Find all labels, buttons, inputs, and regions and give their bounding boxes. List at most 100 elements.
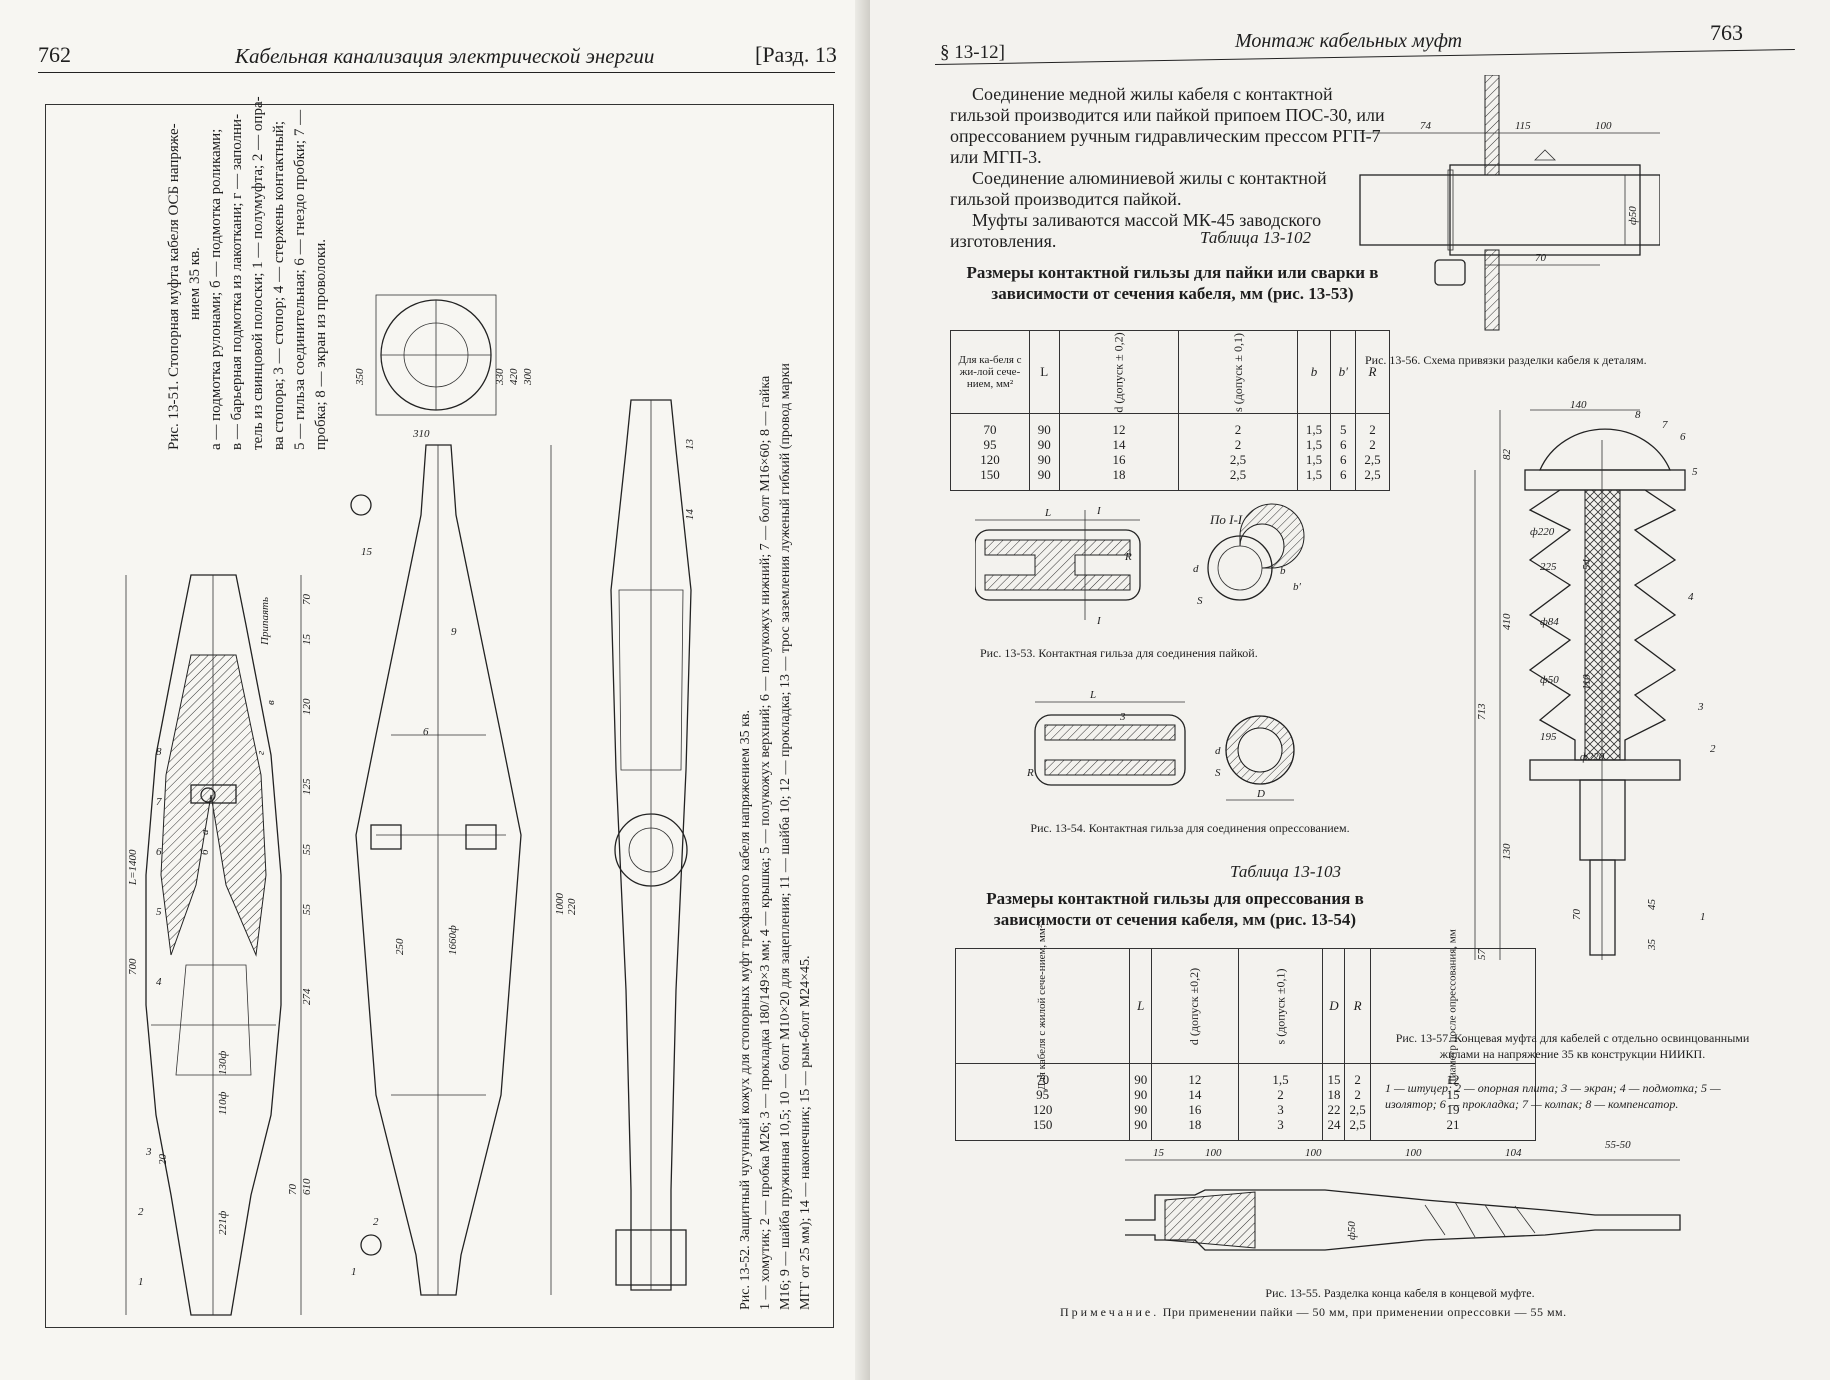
fig-51-label-5: 5 — [156, 906, 162, 918]
left-running-title: Кабельная канализация электрической энер… — [235, 44, 655, 68]
t102-r0c2: 12 — [1112, 422, 1126, 437]
t103-r2c3: 3 — [1277, 1102, 1284, 1117]
fig-51-label-6: 6 — [156, 846, 162, 858]
fig-54-label-s: S — [1215, 767, 1221, 779]
fig-57-dim-225: 225 — [1540, 561, 1557, 573]
fig-57-dim-110: 110 — [1581, 674, 1593, 690]
right-page-number: 763 — [1710, 20, 1743, 45]
t102-h1: L — [1029, 330, 1060, 414]
t102-r2c1: 90 — [1037, 452, 1051, 467]
fig-57-dim-54: 54 — [1581, 559, 1593, 571]
fig-52-label-9: 9 — [451, 626, 457, 638]
fig-52-label-14: 14 — [684, 509, 696, 521]
fig-54-label-3: 3 — [1119, 711, 1126, 723]
fig-51-legend-3: ва стопора; 3 — стопор; 4 — стержень кон… — [271, 120, 287, 450]
t103-r1c0: 95 — [1036, 1087, 1050, 1102]
t103-r2c1: 90 — [1134, 1102, 1148, 1117]
fig-52-dim-300: 300 — [522, 368, 534, 386]
fig-54-drawing: L 3 R D d S — [1026, 689, 1295, 801]
t102-r3c1: 90 — [1037, 467, 1051, 482]
fig-54-label-R: R — [1026, 767, 1034, 779]
left-page: 762 Кабельная канализация электрической … — [0, 0, 870, 1380]
note: Примечание. При применении пайки — 50 мм… — [1060, 1305, 1567, 1320]
fig-51-legend-1: в — барьерная подмотка из лакоткани; г —… — [229, 113, 245, 450]
fig-51-dim-L: L=1400 — [127, 849, 139, 886]
fig-52-caption-1: 1 — хомутик; 2 — пробка М26; 3 — проклад… — [758, 375, 773, 1310]
t103-h0: Для кабеля с жилой сече-нием, мм² — [1036, 924, 1049, 1091]
t102-r0c4: 1,5 — [1305, 422, 1323, 437]
fig-57-label-3: 3 — [1697, 701, 1704, 713]
fig-53-label-I: I — [1096, 505, 1102, 517]
fig-52-dim-1000: 1000 — [554, 893, 566, 916]
fig-52-caption: Рис. 13-52. Защитный чугунный кожух для … — [736, 363, 816, 1310]
t103-r3c2: 18 — [1188, 1117, 1202, 1132]
t103-r0c5: 2 — [1354, 1072, 1361, 1087]
fig-52-label-15: 15 — [361, 546, 373, 558]
t102-r3c4: 1,5 — [1305, 467, 1323, 482]
right-running-title: Монтаж кабельных муфт — [1235, 30, 1463, 52]
t102-h2: d (допуск ± 0,2) — [1111, 332, 1126, 413]
fig-51-label-pripait: Припаять — [259, 597, 271, 646]
fig-51-label-1: 1 — [138, 1276, 144, 1288]
fig-55-dim-15: 15 — [1153, 1147, 1165, 1159]
fig-57-dim-130: 130 — [1501, 843, 1513, 860]
t102-r1c0: 95 — [983, 437, 997, 452]
t103-r2c6: 19 — [1446, 1102, 1460, 1117]
fig-53-label-L: L — [1044, 507, 1051, 519]
left-page-number: 762 — [38, 42, 71, 67]
left-section: [Разд. 13 — [755, 42, 837, 67]
fig-51-dim-130: 130ф — [217, 1051, 229, 1076]
t102-r2c0: 120 — [980, 452, 1000, 467]
fig-51-dim-110: 110ф — [217, 1091, 229, 1115]
fig-51-legend-2: тель из свинцовой полоски; 1 — полумуфта… — [250, 96, 266, 450]
fig-51-caption: Рис. 13-51. Стопорная муфта кабеля ОСБ н… — [164, 96, 332, 450]
fig-53-label-d: d — [1193, 563, 1199, 575]
fig-53-label-bp: b′ — [1293, 581, 1302, 593]
fig-52-label-1: 1 — [351, 1266, 357, 1278]
fig-51-title2: нием 35 кв. — [187, 247, 203, 320]
fig-51-dim-125: 125 — [301, 778, 313, 795]
fig-52-dim-310: 310 — [412, 428, 430, 440]
fig-57-dim-45: 45 — [1646, 899, 1658, 911]
t103-r2c4: 22 — [1327, 1102, 1341, 1117]
fig-57-dim-50: ф50 — [1540, 674, 1559, 686]
t103-r0c0: 70 — [1036, 1072, 1050, 1087]
t102-r2c3: 2,5 — [1229, 452, 1247, 467]
fig-57-dim-84: ф84 — [1540, 616, 1559, 628]
table-103-label: Таблица 13-103 — [1230, 862, 1341, 881]
t103-r2c2: 16 — [1188, 1102, 1202, 1117]
t102-r1c4: 1,5 — [1305, 437, 1323, 452]
t103-r1c2: 14 — [1188, 1087, 1202, 1102]
fig-52-dim-1660: 1660ф — [447, 925, 459, 955]
fig-57-dim-713: 713 — [1476, 703, 1488, 720]
t102-r1c3: 2 — [1234, 437, 1242, 452]
fig-55-dim-100a: 100 — [1205, 1147, 1222, 1159]
fig-57-label-2: 2 — [1710, 743, 1716, 755]
t102-h5: b′ — [1330, 330, 1357, 414]
fig-57-label-4: 4 — [1688, 591, 1694, 603]
fig-52-caption-0: Рис. 13-52. Защитный чугунный кожух для … — [738, 709, 753, 1310]
t103-r0c3: 1,5 — [1272, 1072, 1289, 1087]
t102-r3c0: 150 — [980, 467, 1000, 482]
t103-r3c1: 90 — [1134, 1117, 1148, 1132]
t102-r0c0: 70 — [983, 422, 997, 437]
t103-r0c1: 90 — [1134, 1072, 1148, 1087]
fig-51-drawing: L=1400 700 15 70 120 125 55 55 274 610 7… — [125, 574, 313, 1316]
t102-r0c1: 90 — [1037, 422, 1051, 437]
fig-53-label-section: По I-I — [1209, 512, 1243, 527]
fig-57-dim-140: 140 — [1570, 400, 1587, 411]
t102-r2c5: 6 — [1339, 452, 1347, 467]
fig-51-dim-221: 221ф — [217, 1211, 229, 1236]
fig-52-dim-250: 250 — [394, 938, 406, 955]
fig-52-label-6: 6 — [423, 726, 429, 738]
fig-51-legend-4: 5 — гильза соединительная; 6 — гнездо пр… — [292, 109, 308, 450]
fig-57-label-6: 6 — [1680, 431, 1686, 443]
fig-57-dim-82: 82 — [1501, 449, 1513, 461]
t102-r0c6: 2 — [1369, 422, 1376, 437]
t103-h1: L — [1129, 948, 1153, 1064]
fig-57-label-5: 5 — [1692, 466, 1698, 478]
fig-57-dim-195: 195 — [1540, 731, 1557, 743]
t102-r1c1: 90 — [1037, 437, 1051, 452]
t103-h5: R — [1344, 948, 1371, 1064]
paragraph-2: Соединение алюминиевой жилы с контактной… — [950, 168, 1327, 209]
